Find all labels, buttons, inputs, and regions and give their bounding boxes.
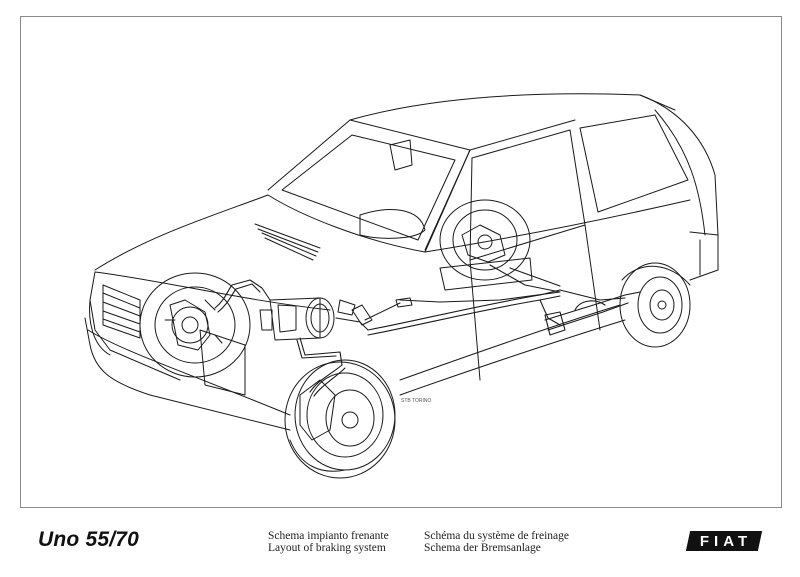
model-name: Uno 55/70 [38,528,140,551]
rear-left-wheel [439,199,533,291]
drawing-signature: STB TORINO [401,398,432,404]
caption-english: Layout of braking system [268,542,386,554]
caption-german: Schema der Bremsanlage [424,542,541,554]
brake-lines [214,264,641,397]
fiat-logo: FIAT [685,531,763,551]
caption-french: Schéma du système de freinage [424,530,569,542]
front-right-wheel [284,359,396,479]
brake-pedal-assembly [351,297,413,326]
car-body [84,93,719,431]
brake-servo-master-cylinder [259,297,369,341]
rear-right-wheel [619,262,691,348]
caption-italian: Schema impianto frenante [268,530,389,542]
illustration-frame [20,16,782,508]
brand-name: FIAT [699,532,753,550]
front-left-wheel [139,272,251,378]
